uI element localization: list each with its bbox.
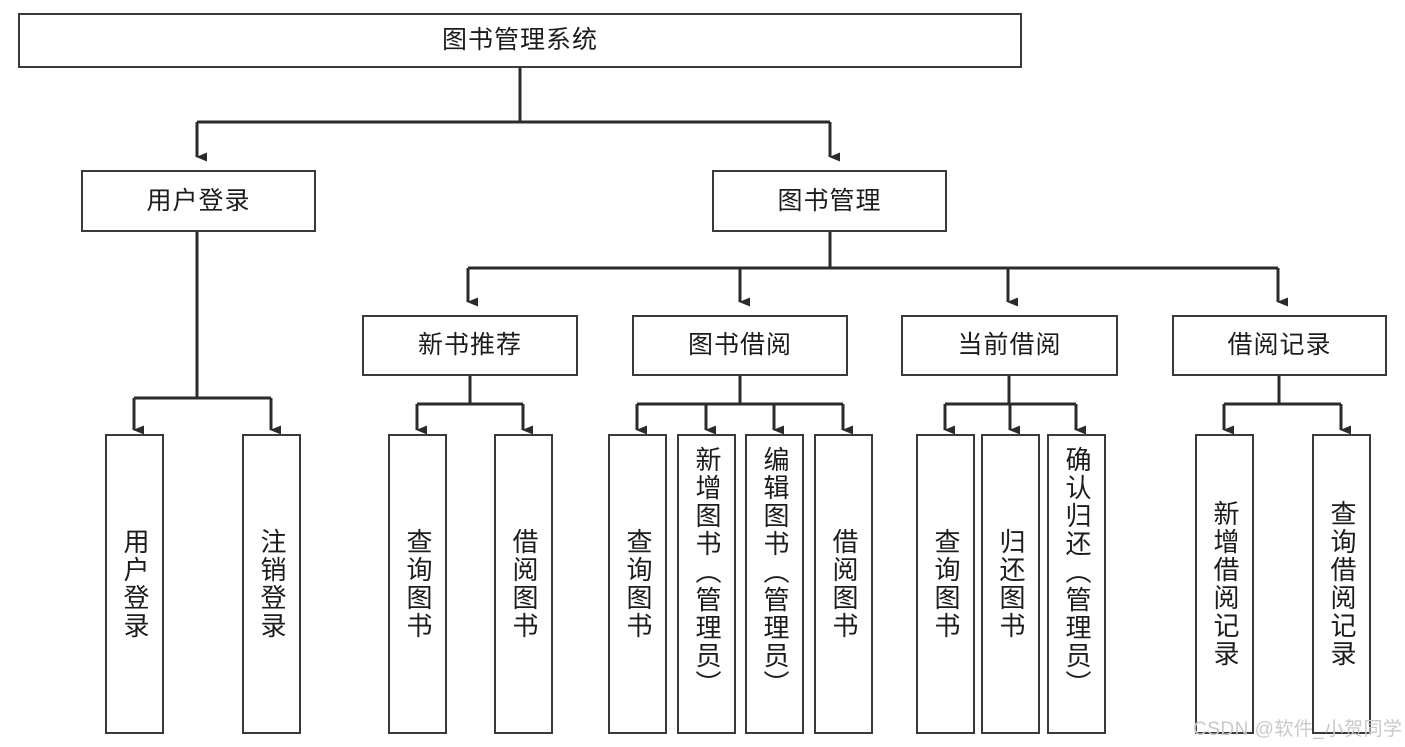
connector-group-root <box>195 68 840 162</box>
node-label: 图书借阅 <box>687 331 792 360</box>
node-leaf-return-book[interactable]: 归还图书 <box>981 434 1040 734</box>
node-label: 新增借阅记录 <box>1210 500 1241 668</box>
node-label: 图书管理系统 <box>441 26 598 55</box>
node-current-borrow[interactable]: 当前借阅 <box>901 315 1118 376</box>
connector-group-book-borrow <box>635 376 853 435</box>
node-root-system[interactable]: 图书管理系统 <box>18 13 1022 68</box>
node-label: 借阅图书 <box>829 528 860 640</box>
node-label: 查询图书 <box>931 528 962 640</box>
node-leaf-query-book-current[interactable]: 查询图书 <box>916 434 975 734</box>
node-leaf-edit-book-admin[interactable]: 编辑图书（管理员） <box>745 434 804 734</box>
node-leaf-confirm-return-admin[interactable]: 确认归还（管理员） <box>1047 434 1106 734</box>
node-label: 查询图书 <box>623 528 654 640</box>
node-label: 当前借阅 <box>957 331 1062 360</box>
node-label: 用户登录 <box>120 528 151 640</box>
connector-group-book-mgmt <box>466 232 1288 307</box>
node-label: 编辑图书（管理员） <box>760 446 791 698</box>
node-label: 注销登录 <box>257 528 288 640</box>
node-new-book-recommend[interactable]: 新书推荐 <box>362 315 578 376</box>
node-leaf-logout[interactable]: 注销登录 <box>242 434 301 734</box>
connector-group-user-login <box>132 232 281 435</box>
node-label: 借阅记录 <box>1227 331 1332 360</box>
connector-group-current-borrow <box>943 376 1086 435</box>
node-label: 归还图书 <box>996 528 1027 640</box>
node-leaf-add-book-admin[interactable]: 新增图书（管理员） <box>677 434 736 734</box>
node-label: 确认归还（管理员） <box>1062 446 1093 698</box>
node-label: 用户登录 <box>146 186 251 215</box>
node-label: 新增图书（管理员） <box>692 446 723 698</box>
node-label: 查询借阅记录 <box>1327 500 1358 668</box>
connector-group-new-book <box>415 376 533 435</box>
node-label: 查询图书 <box>403 528 434 640</box>
node-user-login[interactable]: 用户登录 <box>81 170 316 232</box>
node-leaf-borrow-book-recommend[interactable]: 借阅图书 <box>494 434 553 734</box>
node-leaf-query-book-recommend[interactable]: 查询图书 <box>388 434 447 734</box>
node-label: 新书推荐 <box>417 331 522 360</box>
node-leaf-add-borrow-record[interactable]: 新增借阅记录 <box>1195 434 1254 734</box>
node-book-borrow[interactable]: 图书借阅 <box>632 315 848 376</box>
node-label: 借阅图书 <box>509 528 540 640</box>
connector-group-borrow-record <box>1222 376 1351 435</box>
node-leaf-borrow-book[interactable]: 借阅图书 <box>814 434 873 734</box>
node-book-management[interactable]: 图书管理 <box>712 170 947 232</box>
node-label: 图书管理 <box>777 186 882 215</box>
watermark-text: CSDN @软件_小贺同学 <box>1193 719 1403 740</box>
node-leaf-query-book-borrow[interactable]: 查询图书 <box>608 434 667 734</box>
node-leaf-query-borrow-record[interactable]: 查询借阅记录 <box>1312 434 1371 734</box>
node-borrow-record[interactable]: 借阅记录 <box>1172 315 1387 376</box>
node-leaf-user-login[interactable]: 用户登录 <box>105 434 164 734</box>
